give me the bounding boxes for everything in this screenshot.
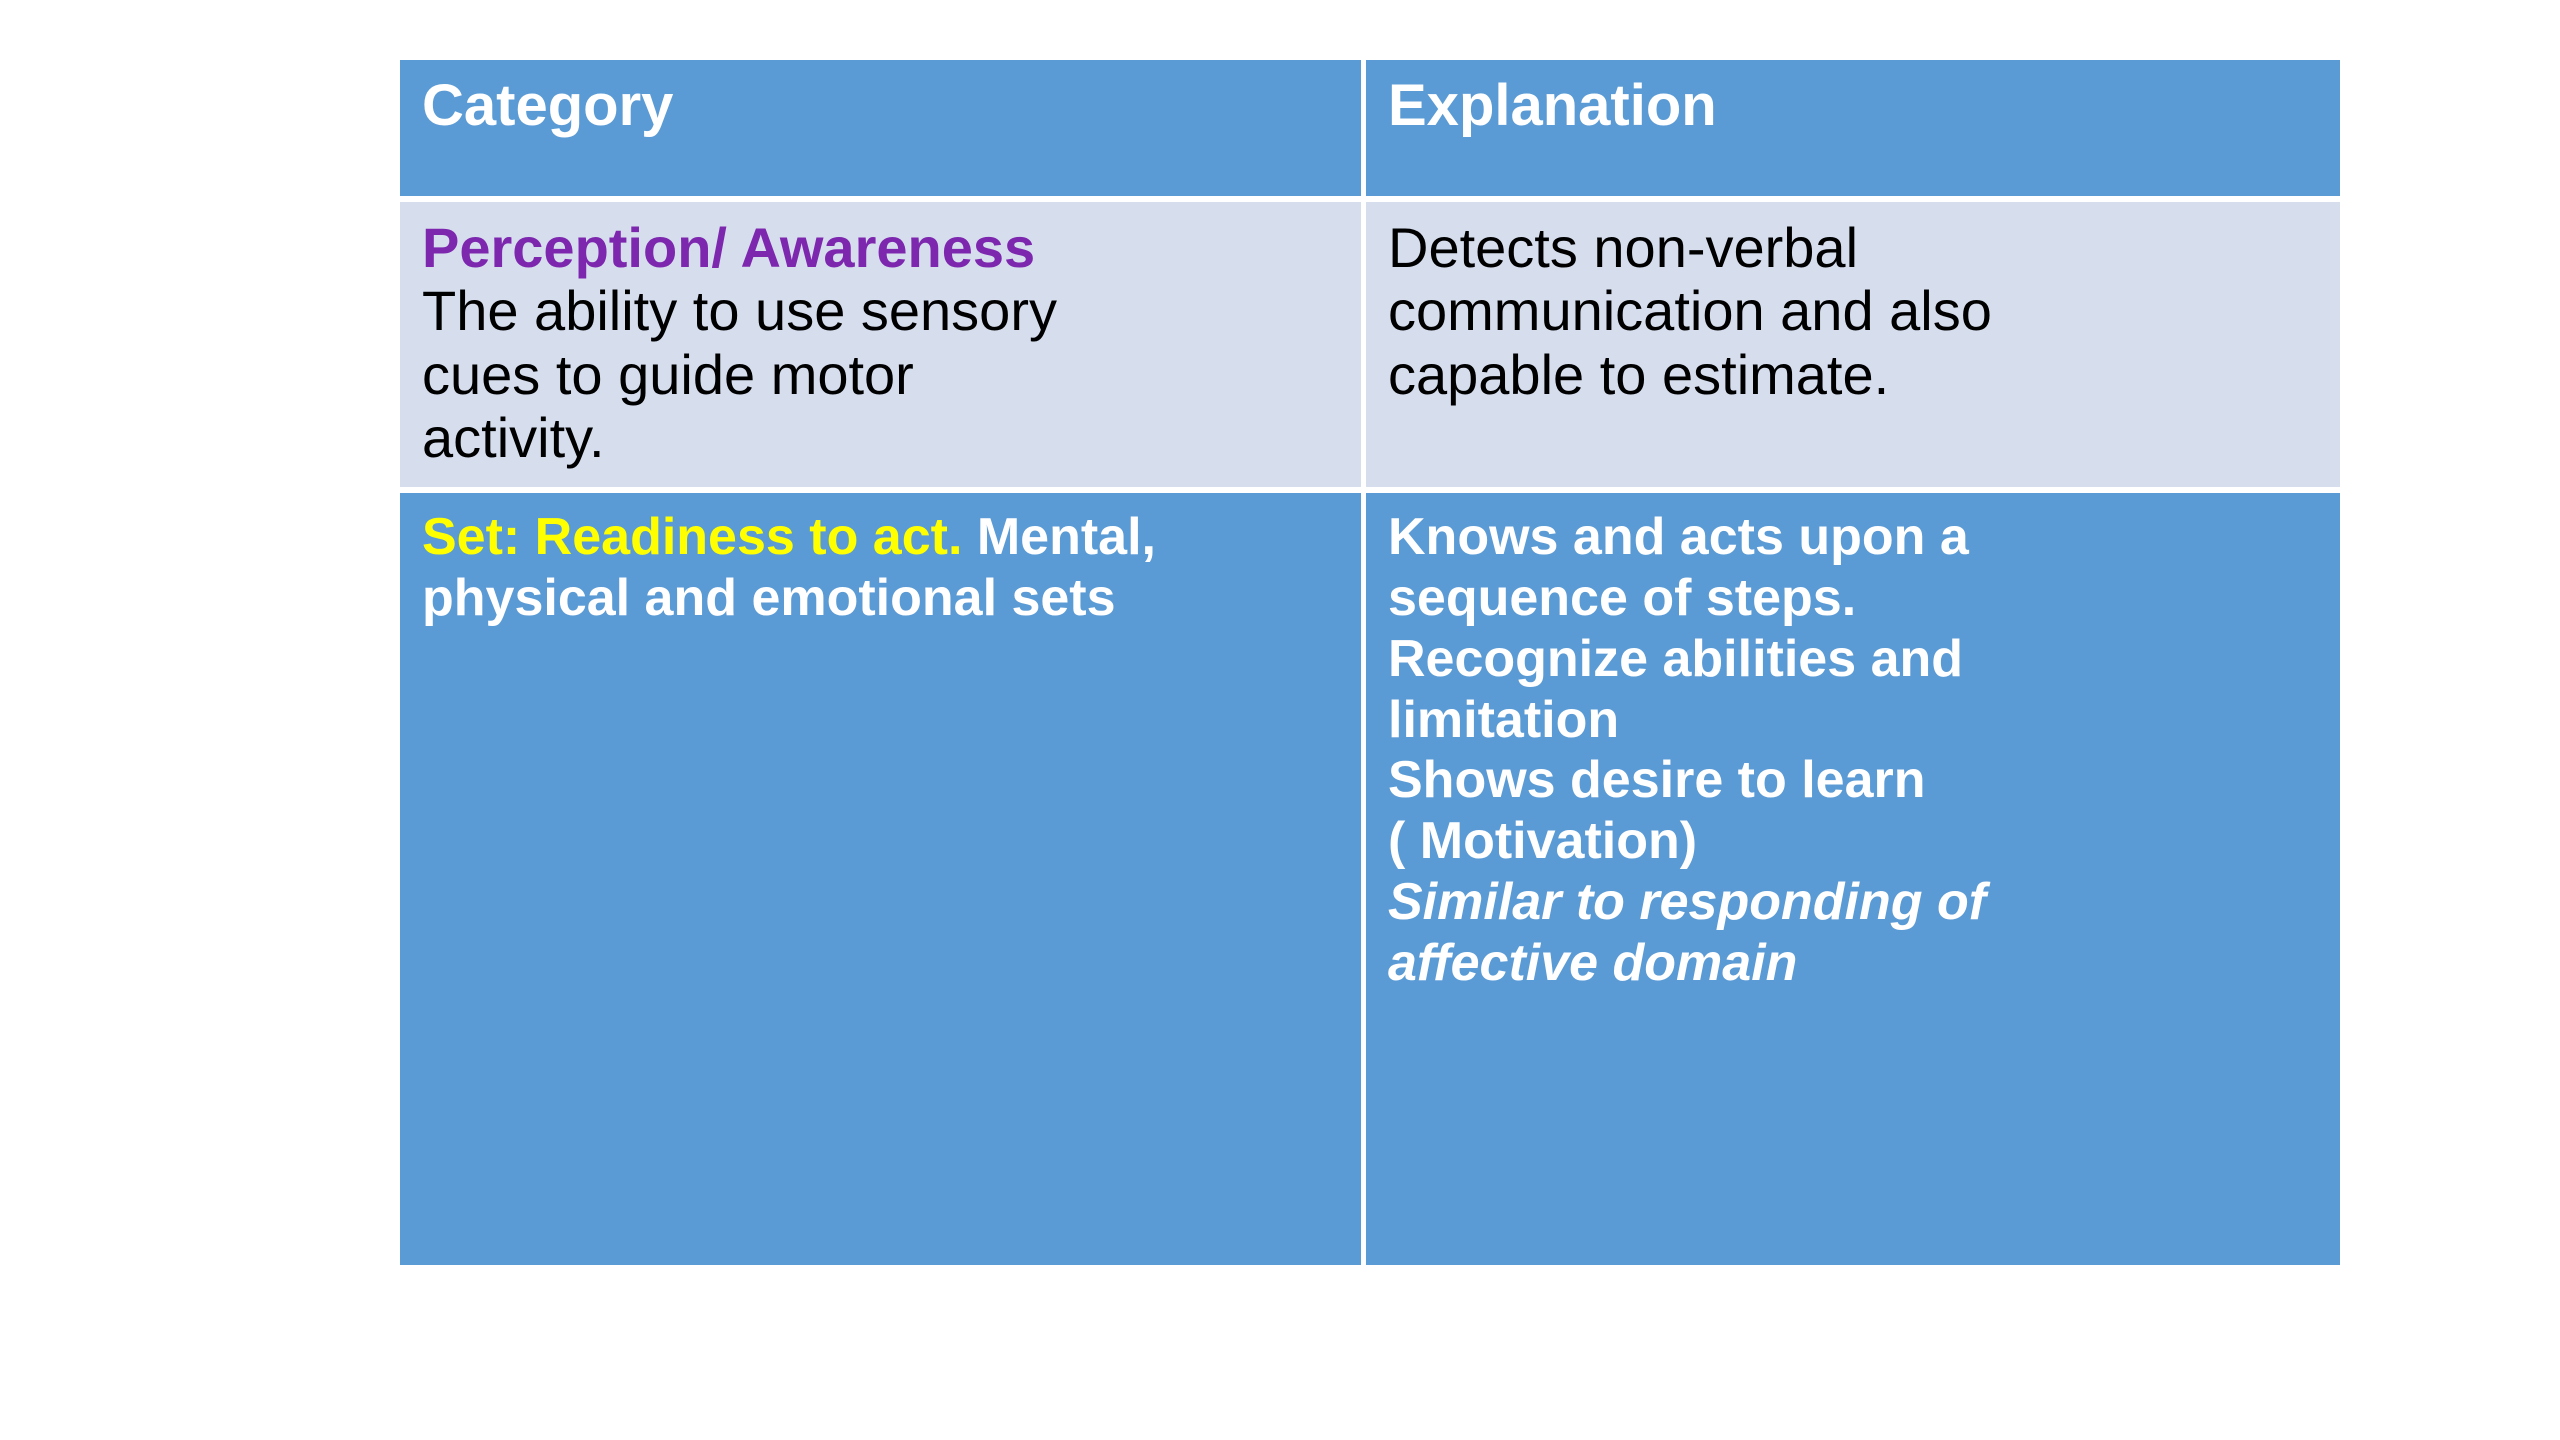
row-separator-cell-left bbox=[400, 196, 1366, 202]
category-body-line: The ability to use sensory bbox=[422, 279, 1057, 343]
explanation-line: Shows desire to learn bbox=[1388, 751, 1926, 810]
explanation-line: capable to estimate. bbox=[1388, 342, 1890, 406]
header-row: Category Explanation bbox=[400, 60, 2340, 196]
row-separator bbox=[400, 196, 2340, 202]
row-separator-cell-right bbox=[1366, 487, 2340, 494]
cell-category-set: Set: Readiness to act. Mental, physical … bbox=[400, 493, 1366, 1266]
explanation-line: communication and also bbox=[1388, 279, 1992, 343]
category-explanation-table: Category Explanation Perception/ Awarene… bbox=[400, 60, 2340, 1266]
explanation-italic-line: Similar to responding of bbox=[1388, 873, 1987, 932]
explanation-line: Recognize abilities and bbox=[1388, 629, 1964, 688]
category-body-line: activity. bbox=[422, 405, 605, 469]
header-cell-explanation: Explanation bbox=[1366, 60, 2340, 196]
explanation-italic-line: affective domain bbox=[1388, 933, 1798, 992]
row-separator-cell-right bbox=[1366, 196, 2340, 202]
row-separator-cell-left bbox=[400, 487, 1366, 494]
category-lead-perception: Perception/ Awareness bbox=[422, 216, 1036, 279]
explanation-line: Detects non-verbal bbox=[1388, 216, 1859, 279]
explanation-text-block: Detects non-verbal communication and als… bbox=[1388, 216, 2318, 406]
category-body-line: physical and emotional sets bbox=[422, 568, 1116, 627]
table-row: Perception/ Awareness The ability to use… bbox=[400, 202, 2340, 488]
category-body-line: cues to guide motor bbox=[422, 342, 914, 406]
explanation-text-block: Knows and acts upon a sequence of steps.… bbox=[1388, 507, 2318, 994]
bloom-taxonomy-table-wrapper: Category Explanation Perception/ Awarene… bbox=[400, 60, 2340, 1266]
category-text-block: Perception/ Awareness The ability to use… bbox=[422, 216, 1339, 469]
cell-category-perception: Perception/ Awareness The ability to use… bbox=[400, 202, 1366, 488]
table-body: Perception/ Awareness The ability to use… bbox=[400, 196, 2340, 1266]
category-body-perception: The ability to use sensory cues to guide… bbox=[422, 279, 1339, 469]
row-separator bbox=[400, 487, 2340, 494]
category-text-block: Set: Readiness to act. Mental, physical … bbox=[422, 507, 1339, 629]
header-cell-category: Category bbox=[400, 60, 1366, 196]
category-body-inline: Mental, bbox=[962, 508, 1156, 567]
explanation-line: ( Motivation) bbox=[1388, 812, 1698, 871]
explanation-line: sequence of steps. bbox=[1388, 568, 1857, 627]
cell-explanation-set: Knows and acts upon a sequence of steps.… bbox=[1366, 493, 2340, 1266]
category-lead-set: Set: Readiness to act. bbox=[422, 508, 963, 567]
explanation-line: Knows and acts upon a bbox=[1388, 508, 1969, 567]
table-row: Set: Readiness to act. Mental, physical … bbox=[400, 493, 2340, 1266]
table-header: Category Explanation bbox=[400, 60, 2340, 196]
explanation-line: limitation bbox=[1388, 690, 1620, 749]
cell-explanation-perception: Detects non-verbal communication and als… bbox=[1366, 202, 2340, 488]
